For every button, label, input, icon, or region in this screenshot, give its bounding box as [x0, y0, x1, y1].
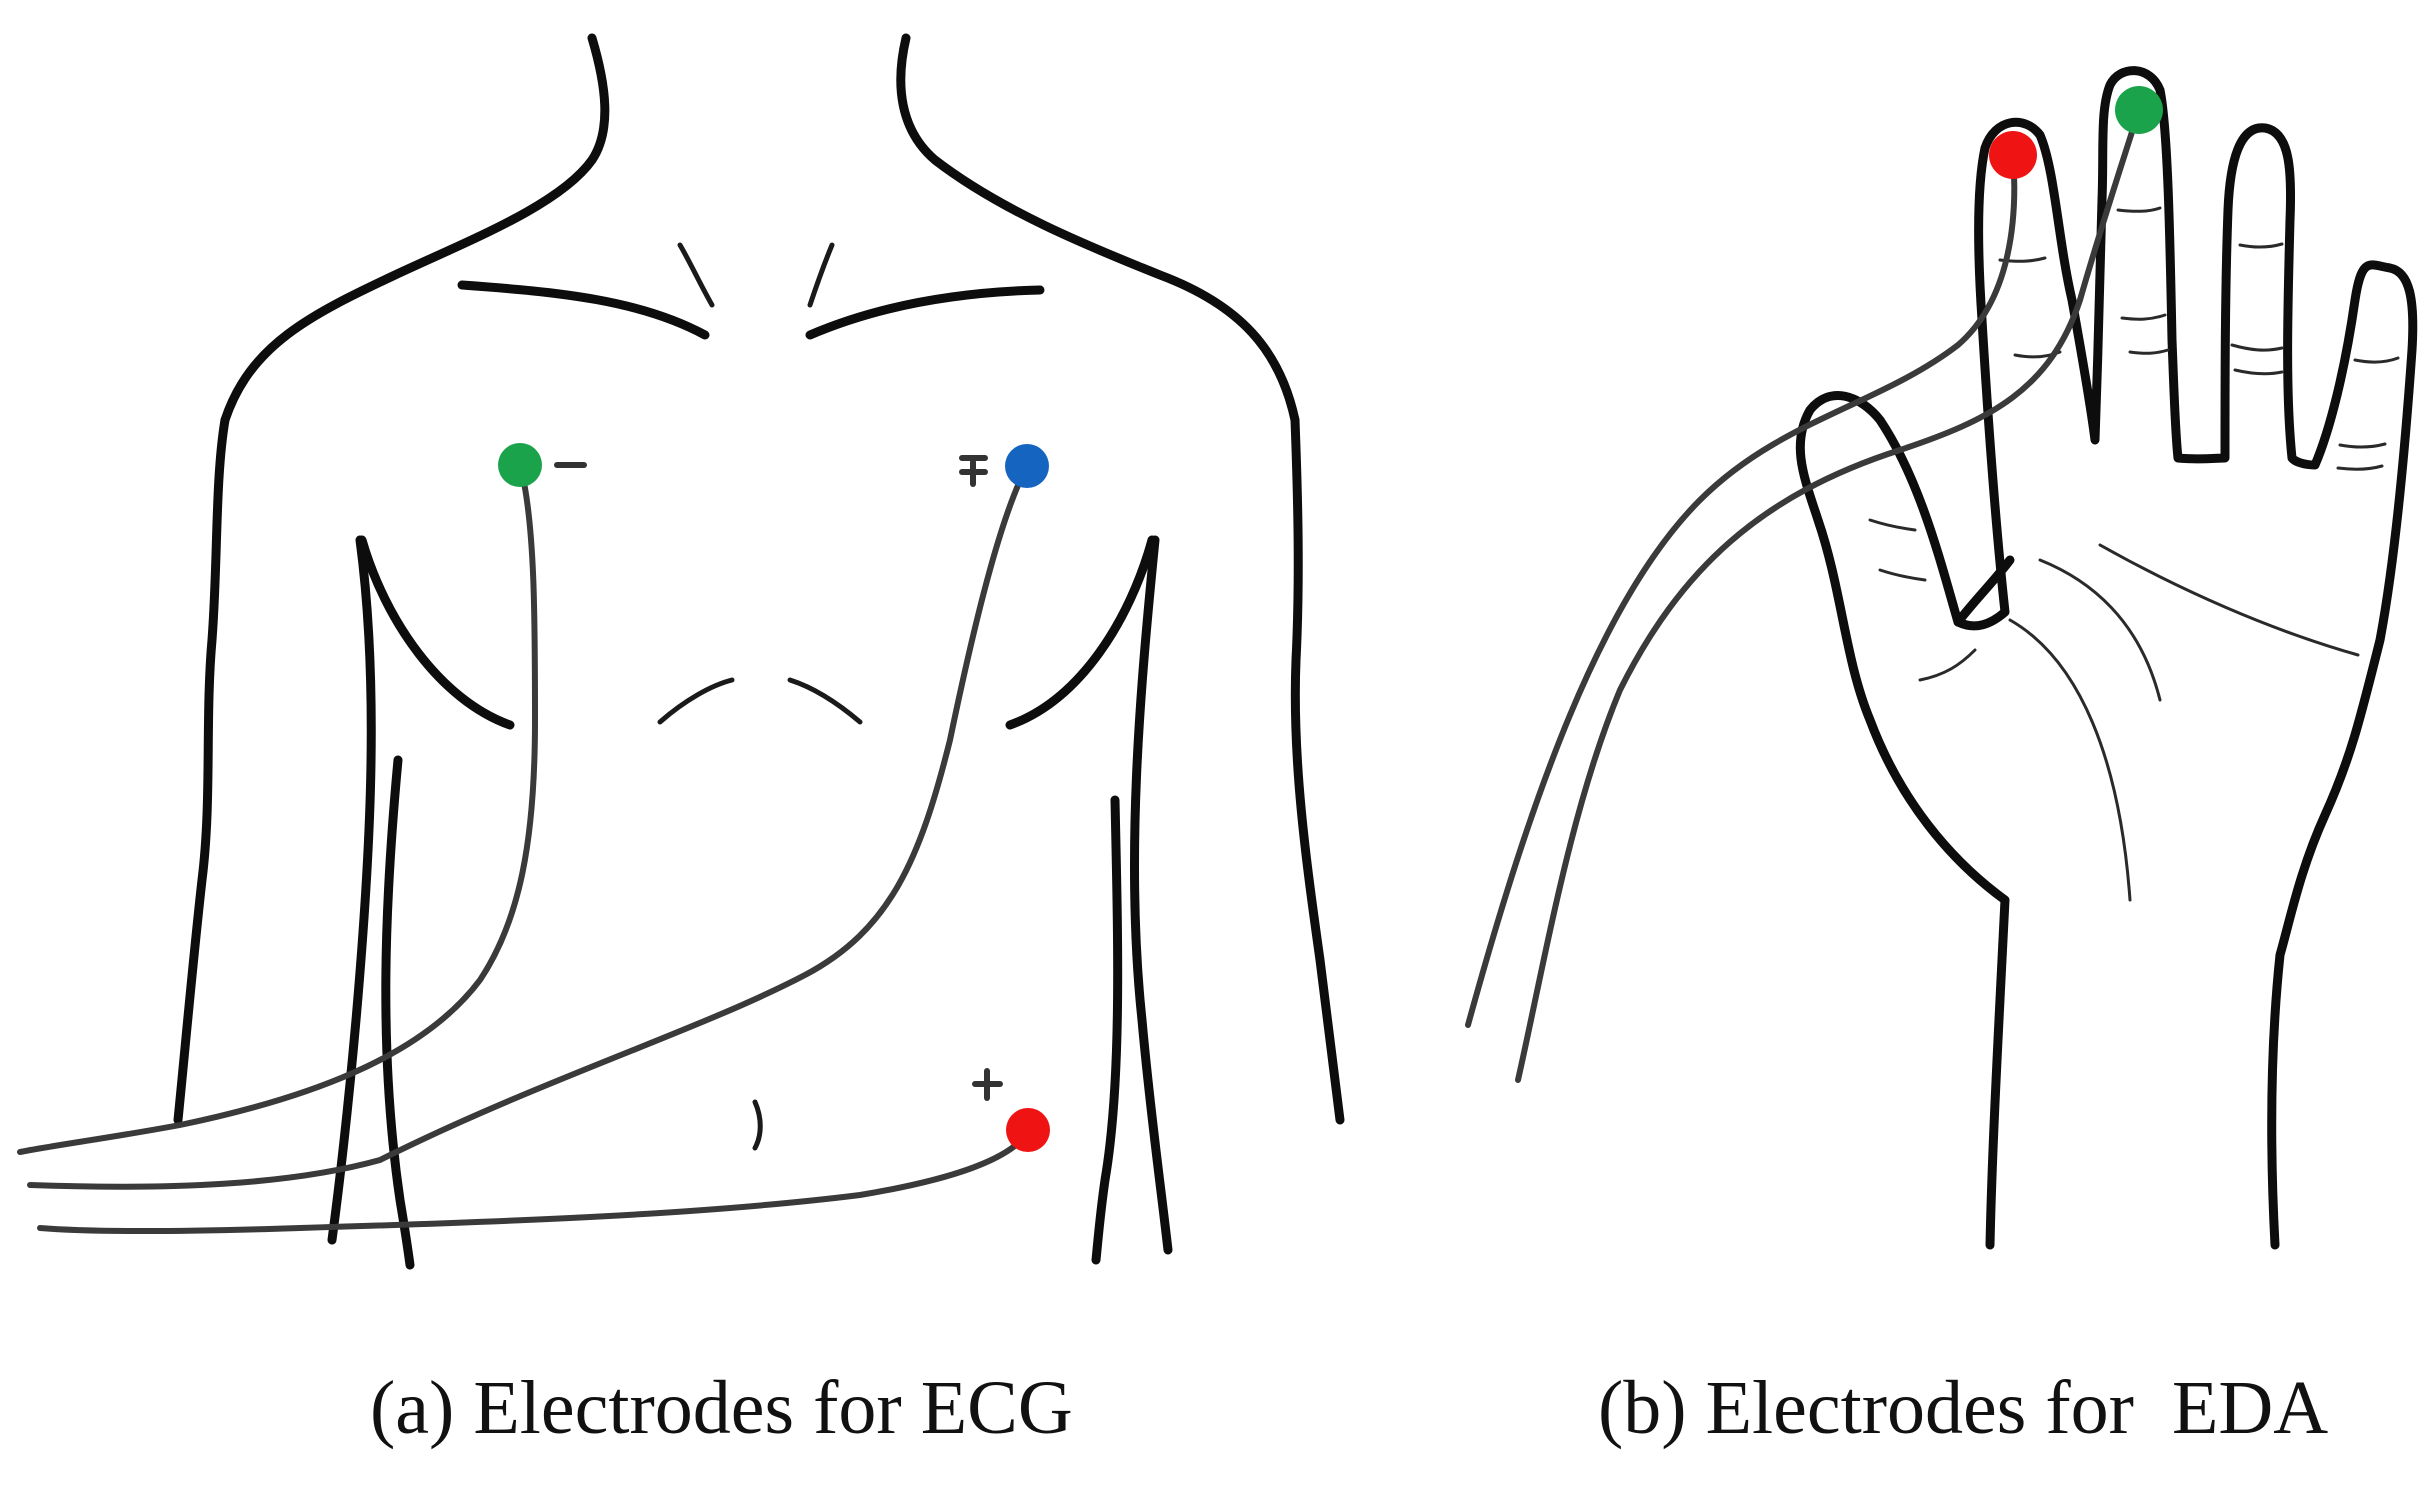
ring-joint-2 [2230, 343, 2284, 352]
right-arm-inner-front [1129, 535, 1173, 1255]
ecg-electrode-green [498, 443, 542, 487]
left-arm-inner-front [327, 535, 376, 1245]
left-arm-outer [173, 415, 230, 1125]
thumb-inner-line [1953, 555, 2015, 627]
ecg-electrode-red [1006, 1108, 1050, 1152]
palm-crease-heart [2098, 543, 2360, 657]
neck-left-line [220, 33, 610, 425]
ecg-wire-blue [27, 467, 1028, 1190]
minus-plus-sign-blue [959, 455, 988, 487]
palm-crease-head [2038, 558, 2162, 702]
ecg-wires [17, 462, 1031, 1234]
thumb-crease-2 [1878, 568, 1927, 582]
polarity-signs [554, 455, 1003, 1101]
caption-ecg: (a) Electrodes for ECG [370, 1366, 1073, 1450]
right-arm-inner-back [1091, 795, 1123, 1265]
palm-crease-life [2008, 618, 2132, 902]
ecg-electrode-blue [1005, 444, 1049, 488]
left-arm-inner-back [381, 755, 415, 1270]
eda-electrode-group [1989, 86, 2163, 179]
right-clavicle [805, 285, 1045, 340]
eda-wire-green [1515, 107, 2142, 1083]
ecg-wire-red [37, 1129, 1031, 1234]
eda-electrode-red [1989, 131, 2037, 179]
little-joint-1 [2353, 356, 2400, 364]
notch-left [677, 242, 715, 308]
ecg-electrode-group [498, 443, 1050, 1152]
left-clavicle [457, 280, 710, 340]
sternum-right [787, 677, 863, 725]
thumb-crease-1 [1868, 518, 1917, 532]
torso-illustration [173, 33, 1345, 1270]
plus-sign-red [972, 1068, 1003, 1101]
middle-joint-1 [2116, 206, 2162, 213]
middle-joint-2 [2120, 313, 2167, 321]
ecg-wire-green [17, 462, 539, 1155]
ring-joint-3 [2233, 368, 2284, 376]
right-pectoral [1005, 535, 1157, 730]
palm-crease-lower [1918, 648, 1977, 682]
eda-wires [1465, 107, 2142, 1083]
little-joint-2 [2338, 442, 2387, 449]
hand-outline [1795, 66, 2418, 1250]
caption-eda: (b) Electrodes for EDA [1598, 1366, 2329, 1450]
neck-right-line [896, 33, 1300, 425]
eda-electrode-green [2115, 86, 2163, 134]
navel [752, 1099, 763, 1151]
left-pectoral [357, 535, 515, 730]
right-arm-outer [1290, 415, 1345, 1125]
ring-joint-1 [2238, 242, 2284, 249]
middle-joint-3 [2128, 348, 2170, 355]
sternum-left [657, 677, 735, 725]
little-joint-3 [2336, 464, 2384, 471]
notch-right [807, 242, 835, 308]
eda-wire-red [1465, 152, 2018, 1028]
hand-illustration [1795, 66, 2418, 1250]
